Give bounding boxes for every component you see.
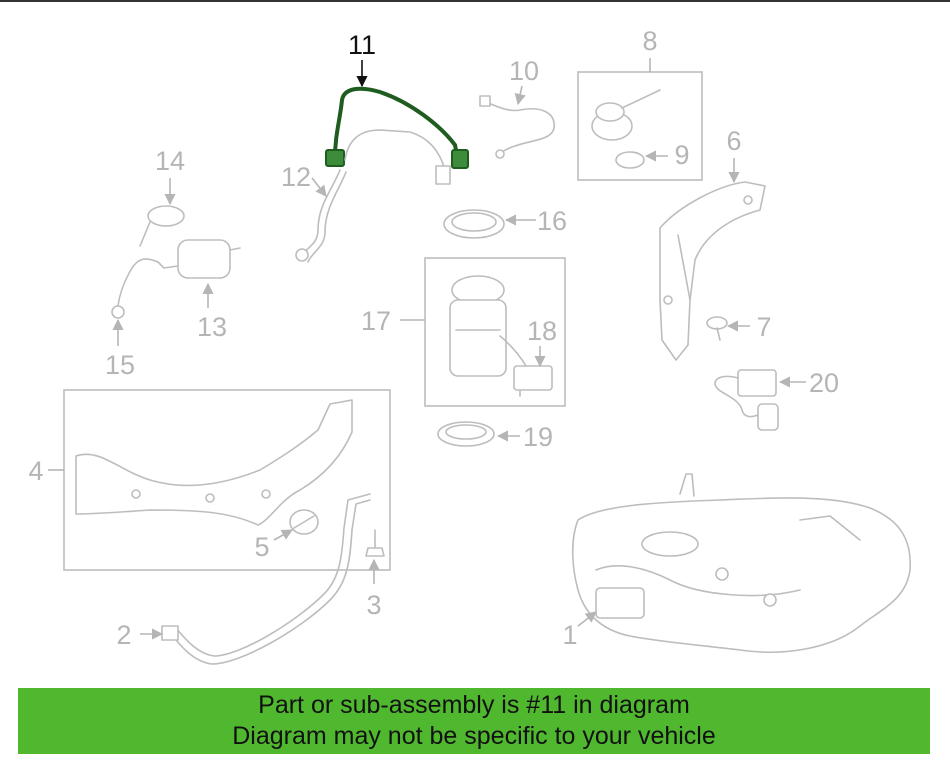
callout-9: 9 xyxy=(644,140,690,170)
callout-2-label: 2 xyxy=(116,620,131,650)
banner-line-2: Diagram may not be specific to your vehi… xyxy=(232,722,716,750)
callout-9-label: 9 xyxy=(674,140,689,170)
callout-18-label: 18 xyxy=(527,316,557,346)
part-8-vent-valve xyxy=(591,89,661,169)
callout-7-label: 7 xyxy=(756,312,771,342)
callout-13: 13 xyxy=(197,282,227,342)
callout-11: 11 xyxy=(348,30,376,88)
part-4-box xyxy=(63,389,391,571)
callout-17-label: 17 xyxy=(361,306,391,336)
callout-19: 19 xyxy=(496,422,553,452)
callout-17: 17 xyxy=(361,306,425,336)
callout-5: 5 xyxy=(254,529,293,562)
part-20-control-module xyxy=(714,369,779,431)
callout-3: 3 xyxy=(366,558,382,620)
part-10-sensor xyxy=(479,95,555,159)
callout-8-label: 8 xyxy=(642,26,657,56)
callout-7: 7 xyxy=(726,312,772,342)
part-19-gasket xyxy=(437,421,495,447)
part-7-clip xyxy=(706,316,728,341)
part-3-bolt xyxy=(365,529,385,557)
callout-12: 12 xyxy=(281,162,327,197)
callout-14: 14 xyxy=(155,146,185,206)
callout-1-label: 1 xyxy=(562,620,577,650)
callout-12-label: 12 xyxy=(281,162,311,192)
callout-1: 1 xyxy=(562,611,597,650)
part-12-fuel-line xyxy=(295,129,451,263)
part-4-heat-shield xyxy=(75,399,353,526)
callout-18: 18 xyxy=(527,316,557,368)
callout-10-label: 10 xyxy=(509,56,539,86)
part-15-hose xyxy=(111,258,159,319)
callout-4: 4 xyxy=(28,456,64,486)
callout-19-label: 19 xyxy=(523,422,553,452)
part-17-fuel-pump xyxy=(449,275,527,377)
part-5-grommet xyxy=(289,509,319,535)
callout-16-label: 16 xyxy=(537,206,567,236)
callout-8: 8 xyxy=(642,26,658,72)
callout-4-label: 4 xyxy=(28,456,43,486)
part-1-fuel-tank xyxy=(571,473,911,653)
part-6-filler-shield xyxy=(659,181,766,361)
callout-10: 10 xyxy=(509,56,539,106)
banner-line-1: Part or sub-assembly is #11 in diagram xyxy=(258,691,690,719)
part-14-clamp xyxy=(139,205,185,247)
callout-5-label: 5 xyxy=(254,532,269,562)
part-2-fuel-tube xyxy=(161,493,371,665)
callout-15: 15 xyxy=(105,318,135,380)
callout-2: 2 xyxy=(116,620,164,650)
part-13-fuel-filter xyxy=(157,239,241,279)
callout-11-label: 11 xyxy=(348,30,376,60)
callout-6: 6 xyxy=(726,126,742,184)
callout-6-label: 6 xyxy=(726,126,741,156)
callout-13-label: 13 xyxy=(197,312,227,342)
callout-14-label: 14 xyxy=(155,146,185,176)
callout-3-label: 3 xyxy=(366,590,381,620)
part-11-fuel-hose[interactable] xyxy=(325,86,469,169)
callout-15-label: 15 xyxy=(105,350,135,380)
callout-16: 16 xyxy=(504,206,567,236)
info-banner: Part or sub-assembly is #11 in diagram D… xyxy=(18,688,930,754)
part-17-box xyxy=(424,257,566,407)
part-18-level-sender xyxy=(513,365,553,397)
callout-20: 20 xyxy=(778,368,839,398)
part-16-lock-ring xyxy=(443,209,505,239)
top-border xyxy=(0,0,950,2)
part-8-box xyxy=(577,71,703,181)
callout-20-label: 20 xyxy=(809,368,839,398)
